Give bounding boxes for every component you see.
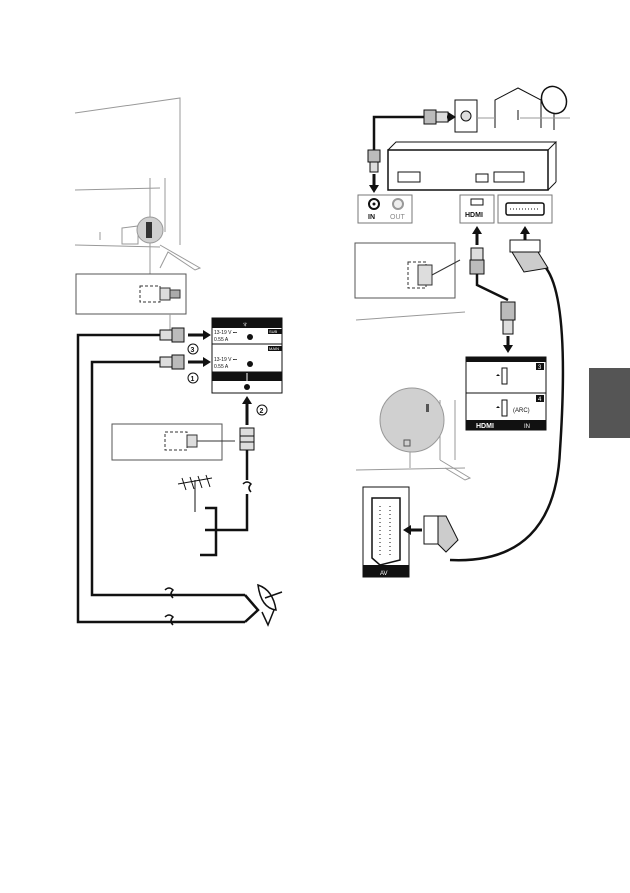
svg-text:1: 1 [191, 376, 195, 383]
port1-current: 0.55 A [214, 337, 229, 343]
port1-voltage: 13-19 V ⎓ [214, 330, 237, 336]
arrow-right-wall [447, 112, 456, 122]
arrow-up-antenna [242, 396, 252, 425]
port2-voltage: 13-19 V ⎓ [214, 357, 237, 363]
stb-in-label: IN [368, 214, 375, 221]
f-connector-stb [367, 149, 381, 173]
tv-hdmi-panel [465, 356, 547, 431]
port2-tag: MAIN [269, 346, 279, 351]
arrow-right-bottom [188, 357, 211, 367]
f-connector-wall [423, 109, 449, 125]
arrow-left-scart [403, 525, 422, 535]
tv-back-left [74, 97, 202, 271]
hdmi-panel-logo: HDMI [476, 423, 494, 430]
hdmi-arc-label: (ARC) [513, 408, 530, 414]
f-connector-top [159, 327, 185, 343]
arrow-down-hdmi [503, 336, 513, 353]
f-connector-bottom [159, 354, 185, 370]
arrow-up-hdmi [472, 226, 482, 245]
arrow-right-top [188, 330, 211, 340]
step-1: 1 [187, 372, 199, 384]
scart-socket-panel [362, 486, 410, 578]
house-icon [494, 87, 542, 128]
stb-in-out-ports [357, 194, 413, 224]
section-side-tab [589, 368, 630, 438]
svg-text:3: 3 [191, 347, 195, 354]
port1-tag: SUB [269, 329, 278, 334]
antenna-input-port [211, 372, 283, 394]
satellite-dish-top-icon [520, 85, 570, 130]
stb-out-label: OUT [390, 214, 406, 221]
connector-callout-1 [75, 273, 187, 315]
hdmi-plug-top [469, 247, 485, 275]
stb-hdmi-label: HDMI [465, 212, 483, 219]
satellite-dish-icon [257, 583, 283, 627]
step-3: 3 [187, 343, 199, 355]
arrow-down-stb [369, 174, 379, 193]
set-top-box [387, 141, 558, 191]
scart-plug-top [509, 239, 549, 273]
satellite-input-panel: ♆ [211, 317, 283, 373]
stb-hdmi-port [459, 194, 495, 224]
hdmi-port-3-label: 3 [538, 365, 542, 371]
terrestrial-aerial-icon [177, 474, 213, 512]
scart-av-label: AV [380, 571, 388, 577]
port2-current: 0.55 A [214, 364, 229, 370]
hdmi-port-4-label: 4 [538, 397, 542, 403]
port-zoom-circle-right [379, 387, 445, 453]
svg-text:2: 2 [260, 408, 264, 415]
scart-plug-bottom [423, 515, 459, 553]
step-2: 2 [256, 404, 268, 416]
port-zoom-circle-left [136, 216, 164, 244]
connector-callout-3 [354, 242, 461, 299]
hdmi-plug-bottom [500, 301, 516, 335]
stb-scart-port [497, 194, 553, 224]
svg-text:♆: ♆ [242, 320, 248, 329]
hdmi-panel-in: IN [524, 424, 530, 430]
wall-socket [454, 99, 478, 133]
connector-callout-2 [111, 423, 235, 461]
antenna-plug [239, 427, 255, 480]
